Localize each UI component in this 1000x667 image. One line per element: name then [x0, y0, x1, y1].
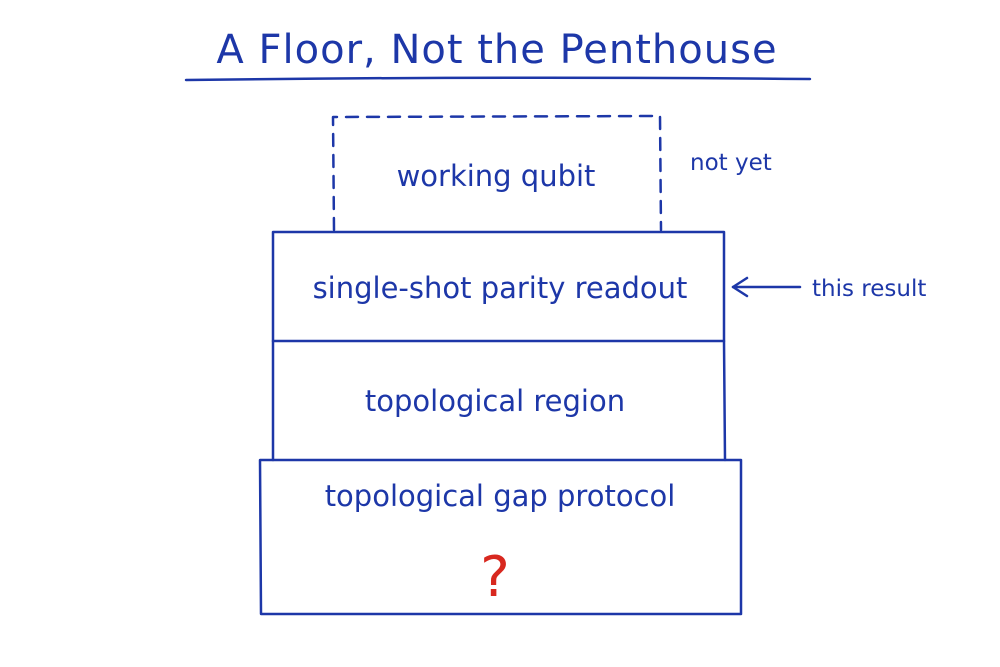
topological-region-label: topological region: [365, 384, 625, 418]
topological-region-box: [271, 339, 727, 462]
this-result-arrow-head: [731, 276, 749, 298]
this-result-note: this result: [812, 276, 926, 302]
question-mark: ?: [480, 545, 510, 610]
title-underline: [184, 76, 812, 82]
gap-protocol-label: topological gap protocol: [325, 479, 676, 513]
working-qubit-dashed-box: [331, 114, 663, 232]
gap-protocol-box: [258, 458, 743, 616]
working-qubit-label: working qubit: [397, 159, 596, 193]
not-yet-note: not yet: [690, 150, 772, 176]
parity-readout-label: single-shot parity readout: [313, 271, 688, 305]
diagram-title: A Floor, Not the Penthouse: [216, 27, 777, 73]
